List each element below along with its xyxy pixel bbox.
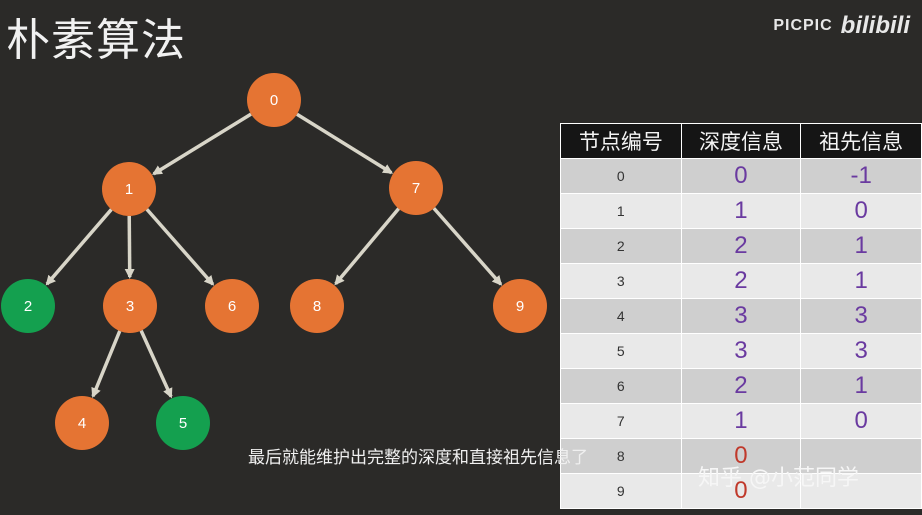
cell-depth: 2	[680, 263, 802, 299]
node-label: 0	[270, 92, 278, 109]
picpic-logo: PICPIC	[773, 17, 833, 34]
header-depth: 深度信息	[680, 123, 802, 159]
cell-depth: 3	[680, 333, 802, 369]
edge-1-3	[124, 215, 135, 280]
table-header-row: 节点编号 深度信息 祖先信息	[560, 123, 922, 159]
cell-ancestor: -1	[800, 158, 922, 194]
node-circle	[205, 279, 259, 333]
cell-ancestor	[800, 473, 922, 509]
tree-diagram: 0 1 7 2 3 6 8 9 4 5	[1, 73, 547, 450]
node-label: 5	[179, 415, 187, 432]
cell-depth: 1	[680, 403, 802, 439]
header-node-id: 节点编号	[560, 123, 682, 159]
cell-node-id: 3	[560, 263, 682, 299]
cell-ancestor: 1	[800, 368, 922, 404]
cell-ancestor: 1	[800, 228, 922, 264]
header-ancestor: 祖先信息	[800, 123, 922, 159]
tree-node-7: 7	[389, 161, 443, 215]
cell-depth: 2	[680, 228, 802, 264]
node-label: 2	[24, 298, 32, 315]
cell-ancestor: 1	[800, 263, 922, 299]
edge-1-2	[45, 208, 113, 286]
edge-7-9	[432, 207, 503, 286]
tree-node-9: 9	[493, 279, 547, 333]
node-label: 4	[78, 415, 86, 432]
node-circle	[102, 162, 156, 216]
tree-node-8: 8	[290, 279, 344, 333]
cell-depth: 2	[680, 368, 802, 404]
node-label: 3	[126, 298, 134, 315]
cell-node-id: 6	[560, 368, 682, 404]
cell-node-id: 7	[560, 403, 682, 439]
edge-3-4	[91, 330, 122, 399]
node-circle	[290, 279, 344, 333]
cell-node-id: 5	[560, 333, 682, 369]
cell-node-id: 8	[560, 438, 682, 474]
edge-0-7	[296, 112, 394, 175]
node-circle	[103, 279, 157, 333]
cell-node-id: 4	[560, 298, 682, 334]
tree-node-5: 5	[156, 396, 210, 450]
page-title: 朴素算法	[6, 15, 186, 66]
cell-depth: 3	[680, 298, 802, 334]
tree-node-1: 1	[102, 162, 156, 216]
cell-depth: 0	[680, 438, 802, 474]
cell-depth: 0	[680, 158, 802, 194]
node-circle	[493, 279, 547, 333]
cell-ancestor: 0	[800, 193, 922, 229]
subtitle-caption: 最后就能维护出完整的深度和直接祖先信息了	[248, 448, 588, 468]
node-circle	[156, 396, 210, 450]
tree-node-2: 2	[1, 279, 55, 333]
node-label: 8	[313, 298, 321, 315]
cell-ancestor: 3	[800, 333, 922, 369]
node-circle	[389, 161, 443, 215]
cell-depth: 0	[680, 473, 802, 509]
watermark: PICPIC bilibili	[773, 12, 910, 40]
cell-node-id: 2	[560, 228, 682, 264]
node-circle	[247, 73, 301, 127]
edge-7-8	[334, 207, 400, 286]
cell-node-id: 9	[560, 473, 682, 509]
tree-node-6: 6	[205, 279, 259, 333]
tree-node-0: 0	[247, 73, 301, 127]
bilibili-logo: bilibili	[840, 12, 910, 39]
cell-node-id: 0	[560, 158, 682, 194]
cell-ancestor	[800, 438, 922, 474]
tree-node-3: 3	[103, 279, 157, 333]
cell-node-id: 1	[560, 193, 682, 229]
edge-1-6	[145, 208, 215, 286]
node-circle	[1, 279, 55, 333]
edge-0-1	[152, 112, 252, 176]
tree-node-4: 4	[55, 396, 109, 450]
node-label: 7	[412, 180, 420, 197]
node-circle	[55, 396, 109, 450]
node-label: 1	[125, 181, 133, 198]
cell-ancestor: 0	[800, 403, 922, 439]
edge-3-5	[139, 329, 173, 399]
cell-depth: 1	[680, 193, 802, 229]
zhihu-watermark: 知乎 @小范同学	[698, 466, 859, 491]
node-label: 6	[228, 298, 236, 315]
node-label: 9	[516, 298, 524, 315]
cell-ancestor: 3	[800, 298, 922, 334]
